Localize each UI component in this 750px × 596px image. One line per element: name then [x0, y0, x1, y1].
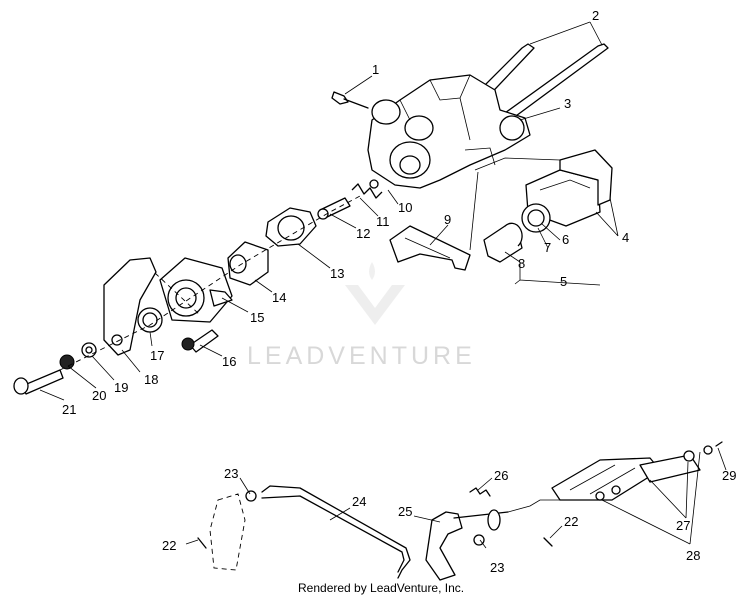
callout-20: 20	[92, 388, 106, 403]
callout-21: 21	[62, 402, 76, 417]
bleeder-screw	[331, 91, 369, 109]
callout-9: 9	[444, 212, 451, 227]
callout-4: 4	[622, 230, 629, 245]
callout-2: 2	[592, 8, 599, 23]
assembly-axis-line	[59, 195, 361, 371]
footrest-bracket	[551, 441, 723, 501]
caliper-body	[367, 74, 531, 189]
callout-28: 28	[686, 548, 700, 563]
pad-clip	[389, 225, 471, 271]
adjuster-body	[227, 241, 269, 286]
callout-5: 5	[560, 274, 567, 289]
callout-6: 6	[562, 232, 569, 247]
cotter-pin	[197, 537, 207, 549]
callout-27: 27	[676, 518, 690, 533]
callout-26: 26	[494, 468, 508, 483]
footer-credit: Rendered by LeadVenture, Inc.	[298, 581, 464, 595]
callout-13: 13	[330, 266, 344, 281]
callout-23: 23	[224, 466, 238, 481]
lever-arm	[103, 257, 163, 356]
watermark-text: LEADVENTURE	[247, 342, 476, 370]
pivot-hardware	[13, 342, 97, 395]
guide-rods	[469, 43, 609, 125]
callout-8: 8	[518, 256, 525, 271]
mounting-bolt	[181, 329, 219, 353]
callout-22: 22	[564, 514, 578, 529]
callout-7: 7	[544, 240, 551, 255]
callout-16: 16	[222, 354, 236, 369]
lever-housing	[159, 257, 233, 323]
callout-11: 11	[376, 214, 390, 229]
leader-lines	[39, 21, 727, 549]
callout-14: 14	[272, 290, 286, 305]
callout-19: 19	[114, 380, 128, 395]
gasket	[265, 207, 317, 247]
pedal-linkage	[209, 469, 641, 581]
callout-3: 3	[564, 96, 571, 111]
callout-24: 24	[352, 494, 366, 509]
mount-axis-line	[154, 272, 201, 316]
callout-17: 17	[150, 348, 164, 363]
callout-12: 12	[356, 226, 370, 241]
callout-1: 1	[372, 62, 379, 77]
callout-22: 22	[162, 538, 176, 553]
callout-15: 15	[250, 310, 264, 325]
cotter-pin	[543, 537, 553, 547]
callout-25: 25	[398, 504, 412, 519]
callout-10: 10	[398, 200, 412, 215]
callout-18: 18	[144, 372, 158, 387]
piston-assembly	[483, 203, 601, 286]
callout-23: 23	[490, 560, 504, 575]
callout-29: 29	[722, 468, 736, 483]
watermark-logo-icon	[345, 262, 405, 325]
